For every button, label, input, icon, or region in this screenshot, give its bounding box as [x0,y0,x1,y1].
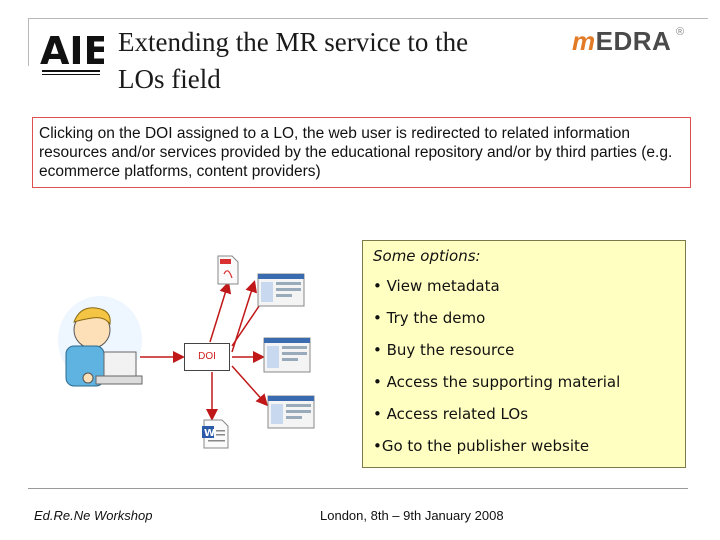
header-rule [28,18,708,19]
web-page-thumbnail-middle [263,337,311,373]
svg-text:AIE: AIE [40,29,104,73]
medra-logo-rest: EDRA [595,26,672,56]
slide-title: Extending the MR service to the LOs fiel… [118,24,568,98]
web-page-thumbnail-top [257,273,305,307]
web-page-thumbnail-bottom [267,395,315,429]
doi-box[interactable]: DOI [184,343,230,371]
option-access-related-los: • Access related LOs [373,405,529,423]
arrow-doi-to-top-2 [231,280,257,353]
medra-logo: mEDRA [572,26,671,57]
registered-mark: ® [676,26,685,38]
slide-title-line1: Extending the MR service to the [118,27,469,57]
option-buy-resource: • Buy the resource [373,341,515,359]
footer-rule [28,488,688,489]
slide-title-line2: LOs field [118,64,221,94]
option-view-metadata: • View metadata [373,277,500,295]
options-list: • View metadata • Try the demo • Buy the… [373,278,677,470]
option-access-supporting-material: • Access the supporting material [373,373,621,391]
callout-box: Clicking on the DOI assigned to a LO, th… [32,117,691,188]
medra-logo-m: m [572,26,596,56]
header-rule-left [28,18,29,66]
option-try-demo: • Try the demo [373,309,486,327]
doi-label: DOI [198,351,216,362]
arrow-doi-to-bottom [231,365,269,407]
options-box: Some options: • View metadata • Try the … [362,240,686,468]
footer-date: London, 8th – 9th January 2008 [320,508,504,523]
word-file-icon: W [202,419,229,449]
options-heading: Some options: [373,247,481,265]
aie-logo: AIE [38,26,110,78]
callout-text: Clicking on the DOI assigned to a LO, th… [39,125,673,180]
footer-event: Ed.Re.Ne Workshop [34,508,153,523]
arrow-doi-to-pdf [209,281,232,343]
person-at-computer-icon [58,296,143,387]
svg-text:W: W [204,428,215,439]
option-go-to-publisher: •Go to the publisher website [373,437,590,455]
pdf-file-icon [217,255,239,285]
